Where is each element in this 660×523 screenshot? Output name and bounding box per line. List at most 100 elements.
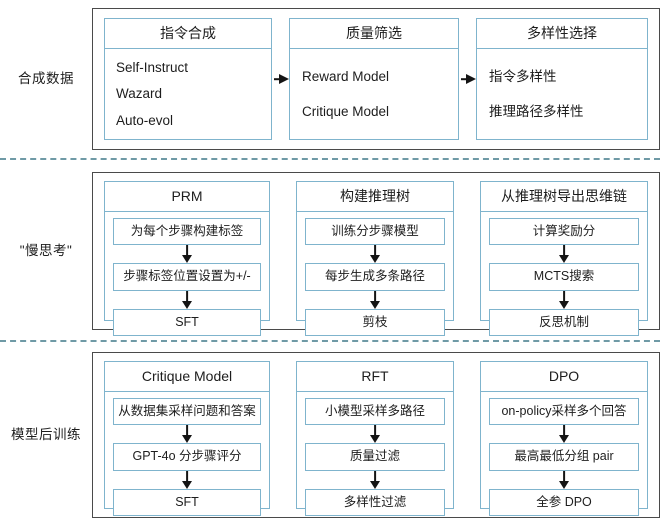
arrow-head: [182, 435, 192, 444]
arrow-right-icon-1: [272, 72, 289, 86]
arrow-shaft: [274, 78, 280, 80]
arrow-down-icon: [305, 470, 445, 489]
list-item: Critique Model: [302, 104, 390, 120]
step-box: 小模型采样多路径: [305, 398, 445, 426]
panel-rft: RFT 小模型采样多路径 质量过滤 多样性过滤: [296, 361, 454, 517]
arrow-head: [559, 255, 569, 264]
column-gap: [454, 361, 480, 509]
panel-dpo: DPO on-policy采样多个回答 最高最低分组 pair 全参 DPO: [480, 361, 648, 517]
panel-body-diversity-selection: 指令多样性 推理路径多样性: [477, 49, 647, 139]
step-box: 步骤标签位置设置为+/-: [113, 263, 261, 291]
arrow-head: [559, 480, 569, 489]
arrow-shaft: [563, 470, 565, 482]
panel-derive-cot: 从推理树导出思维链 计算奖励分 MCTS搜索 反思机制: [480, 181, 648, 337]
arrow-down-icon: [113, 425, 261, 444]
panel-title-quality-filter: 质量筛选: [290, 19, 458, 50]
arrow-head: [370, 435, 380, 444]
panel-body-build-reasoning-tree: 训练分步骤模型 每步生成多条路径 剪枝: [297, 212, 453, 343]
column-gap: [270, 181, 296, 321]
panel-body-rft: 小模型采样多路径 质量过滤 多样性过滤: [297, 392, 453, 523]
panel-prm: PRM 为每个步骤构建标签 步骤标签位置设置为+/- SFT: [104, 181, 270, 337]
panel-title-build-reasoning-tree: 构建推理树: [297, 182, 453, 213]
panel-title-derive-cot: 从推理树导出思维链: [481, 182, 647, 213]
panel-body-dpo: on-policy采样多个回答 最高最低分组 pair 全参 DPO: [481, 392, 647, 523]
panel-build-reasoning-tree: 构建推理树 训练分步骤模型 每步生成多条路径 剪枝: [296, 181, 454, 337]
step-box: 每步生成多条路径: [305, 263, 445, 291]
arrow-shaft: [374, 245, 376, 257]
panel-body-critique-model: 从数据集采样问题和答案 GPT-4o 分步骤评分 SFT: [105, 392, 269, 523]
panel-diversity-selection: 多样性选择 指令多样性 推理路径多样性: [476, 18, 648, 140]
arrow-head: [370, 255, 380, 264]
arrow-down-icon: [305, 245, 445, 264]
step-box: 从数据集采样问题和答案: [113, 398, 261, 426]
arrow-head: [279, 74, 289, 84]
arrow-shaft: [186, 245, 188, 257]
arrow-head: [370, 480, 380, 489]
step-box: 质量过滤: [305, 443, 445, 471]
arrow-down-icon: [113, 470, 261, 489]
panel-title-rft: RFT: [297, 362, 453, 393]
divider-2: [0, 340, 660, 342]
row-post-training: 模型后训练 Critique Model 从数据集采样问题和答案 GPT-4o …: [0, 352, 660, 518]
column-gap: [454, 181, 480, 321]
arrow-shaft: [186, 470, 188, 482]
step-box: SFT: [113, 488, 261, 517]
arrow-head: [559, 435, 569, 444]
arrow-down-icon: [489, 470, 639, 489]
step-box: MCTS搜索: [489, 263, 639, 291]
row-frame-post-training: Critique Model 从数据集采样问题和答案 GPT-4o 分步骤评分 …: [92, 352, 660, 518]
arrow-head: [559, 300, 569, 309]
step-box: 最高最低分组 pair: [489, 443, 639, 471]
arrow-shaft: [563, 425, 565, 437]
column-gap: [270, 361, 296, 509]
arrow-shaft: [374, 425, 376, 437]
row-label-post-training: 模型后训练: [11, 426, 81, 442]
row-frame-slow-thinking: PRM 为每个步骤构建标签 步骤标签位置设置为+/- SFT: [92, 172, 660, 337]
panel-body-derive-cot: 计算奖励分 MCTS搜索 反思机制: [481, 212, 647, 343]
arrow-shaft: [461, 78, 467, 80]
arrow-down-icon: [305, 290, 445, 309]
step-box: 训练分步骤模型: [305, 218, 445, 246]
panel-title-critique-model: Critique Model: [105, 362, 269, 393]
row-frame-synthetic-data: 指令合成 Self-Instruct Wazard Auto-evol 质量筛选…: [92, 8, 660, 150]
arrow-shaft: [186, 425, 188, 437]
arrow-down-icon: [489, 290, 639, 309]
panel-instruction-synthesis: 指令合成 Self-Instruct Wazard Auto-evol: [104, 18, 272, 140]
arrow-right-icon-2: [459, 72, 476, 86]
arrow-down-icon: [113, 290, 261, 309]
arrow-down-icon: [305, 425, 445, 444]
list-item: Reward Model: [302, 68, 390, 84]
arrow-down-icon: [113, 245, 261, 264]
arrow-shaft: [563, 290, 565, 302]
arrow-shaft: [186, 290, 188, 302]
step-box: GPT-4o 分步骤评分: [113, 443, 261, 471]
panel-title-diversity-selection: 多样性选择: [477, 19, 647, 50]
row-label-synthetic-data: 合成数据: [18, 70, 74, 86]
arrow-head: [370, 300, 380, 309]
step-box: 多样性过滤: [305, 488, 445, 517]
arrow-head: [466, 74, 476, 84]
panel-title-prm: PRM: [105, 182, 269, 213]
arrow-down-icon: [489, 425, 639, 444]
step-box: 剪枝: [305, 308, 445, 337]
panel-quality-filter: 质量筛选 Reward Model Critique Model: [289, 18, 459, 140]
step-box: SFT: [113, 308, 261, 337]
step-box: 全参 DPO: [489, 488, 639, 517]
panel-title-instruction-synthesis: 指令合成: [105, 19, 271, 50]
step-box: 反思机制: [489, 308, 639, 337]
row-label-slow-thinking: "慢思考": [19, 242, 73, 258]
list-item: Wazard: [116, 86, 163, 102]
panel-body-prm: 为每个步骤构建标签 步骤标签位置设置为+/- SFT: [105, 212, 269, 343]
panel-body-quality-filter: Reward Model Critique Model: [290, 49, 458, 139]
arrow-shaft: [374, 470, 376, 482]
arrow-down-icon: [489, 245, 639, 264]
arrow-head: [182, 300, 192, 309]
row-slow-thinking: "慢思考" PRM 为每个步骤构建标签 步骤标签位置设置为+/- SFT: [0, 172, 660, 337]
list-item: 推理路径多样性: [489, 104, 584, 120]
step-box: 计算奖励分: [489, 218, 639, 246]
list-item: Self-Instruct: [116, 59, 189, 75]
arrow-shaft: [374, 290, 376, 302]
step-box: on-policy采样多个回答: [489, 398, 639, 426]
divider-1: [0, 158, 660, 160]
